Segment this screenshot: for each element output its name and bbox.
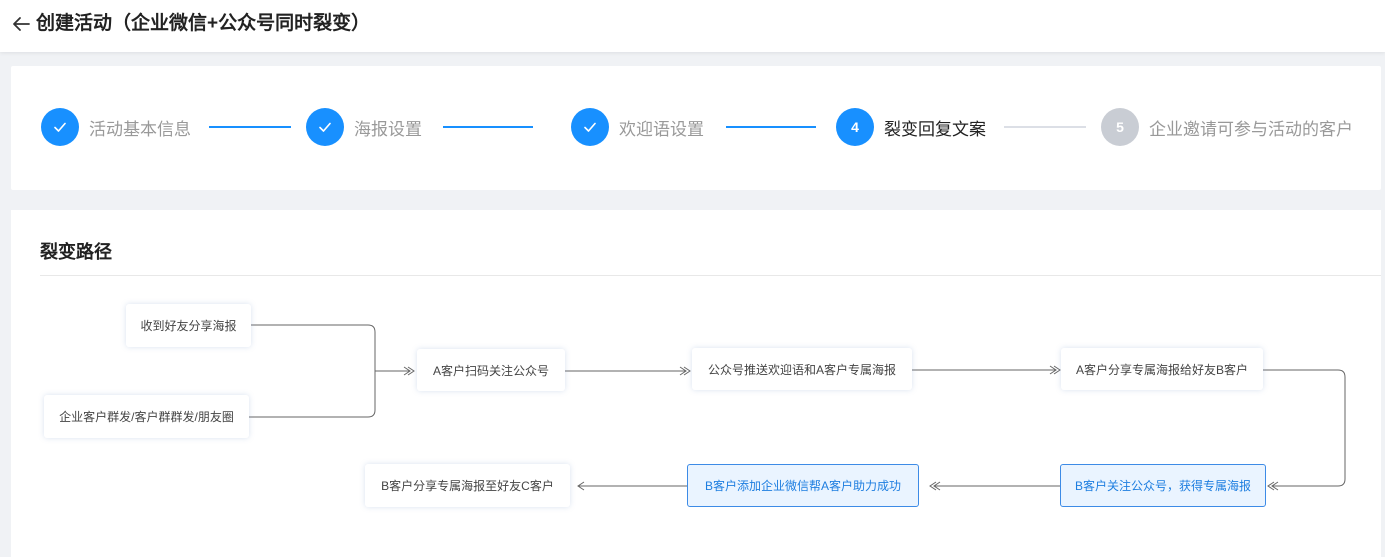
check-icon: [41, 108, 79, 146]
node-receive-poster: 收到好友分享海报: [126, 304, 251, 347]
node-b-add-wecom: B客户添加企业微信帮A客户助力成功: [687, 464, 919, 507]
step-connector: [1004, 126, 1086, 128]
node-b-follow: B客户关注公众号，获得专属海报: [1060, 464, 1266, 507]
section-title: 裂变路径: [40, 242, 112, 262]
step-4[interactable]: 4 裂变回复文案: [836, 107, 986, 147]
page-title: 创建活动（企业微信+公众号同时裂变）: [36, 13, 371, 34]
check-icon: [571, 108, 609, 146]
step-connector: [443, 126, 533, 128]
node-scan-follow: A客户扫码关注公众号: [417, 349, 565, 391]
divider: [40, 275, 1381, 276]
arrow-left-icon[interactable]: [10, 13, 32, 35]
top-bar: 创建活动（企业微信+公众号同时裂变）: [0, 0, 1385, 52]
steps-panel: 活动基本信息 海报设置 欢迎语设置 4 裂变回复文案 5 企业邀请可参与活动的客…: [11, 66, 1381, 190]
step-1[interactable]: 活动基本信息: [41, 107, 191, 147]
step-label: 活动基本信息: [89, 119, 191, 139]
node-a-share: A客户分享专属海报给好友B客户: [1061, 348, 1263, 390]
step-5[interactable]: 5 企业邀请可参与活动的客户: [1101, 107, 1353, 147]
step-connector: [209, 126, 291, 128]
step-label: 裂变回复文案: [884, 119, 986, 139]
step-label: 海报设置: [354, 119, 422, 139]
step-label: 欢迎语设置: [619, 119, 704, 139]
step-3[interactable]: 欢迎语设置: [571, 107, 704, 147]
step-2[interactable]: 海报设置: [306, 107, 422, 147]
step-connector: [726, 126, 816, 128]
node-enterprise-broadcast: 企业客户群发/客户群群发/朋友圈: [44, 395, 249, 438]
node-push-welcome: 公众号推送欢迎语和A客户专属海报: [692, 348, 912, 390]
node-b-share: B客户分享专属海报至好友C客户: [365, 464, 570, 507]
check-icon: [306, 108, 344, 146]
step-number: 4: [836, 108, 874, 146]
step-label: 企业邀请可参与活动的客户: [1149, 119, 1353, 139]
step-number: 5: [1101, 108, 1139, 146]
